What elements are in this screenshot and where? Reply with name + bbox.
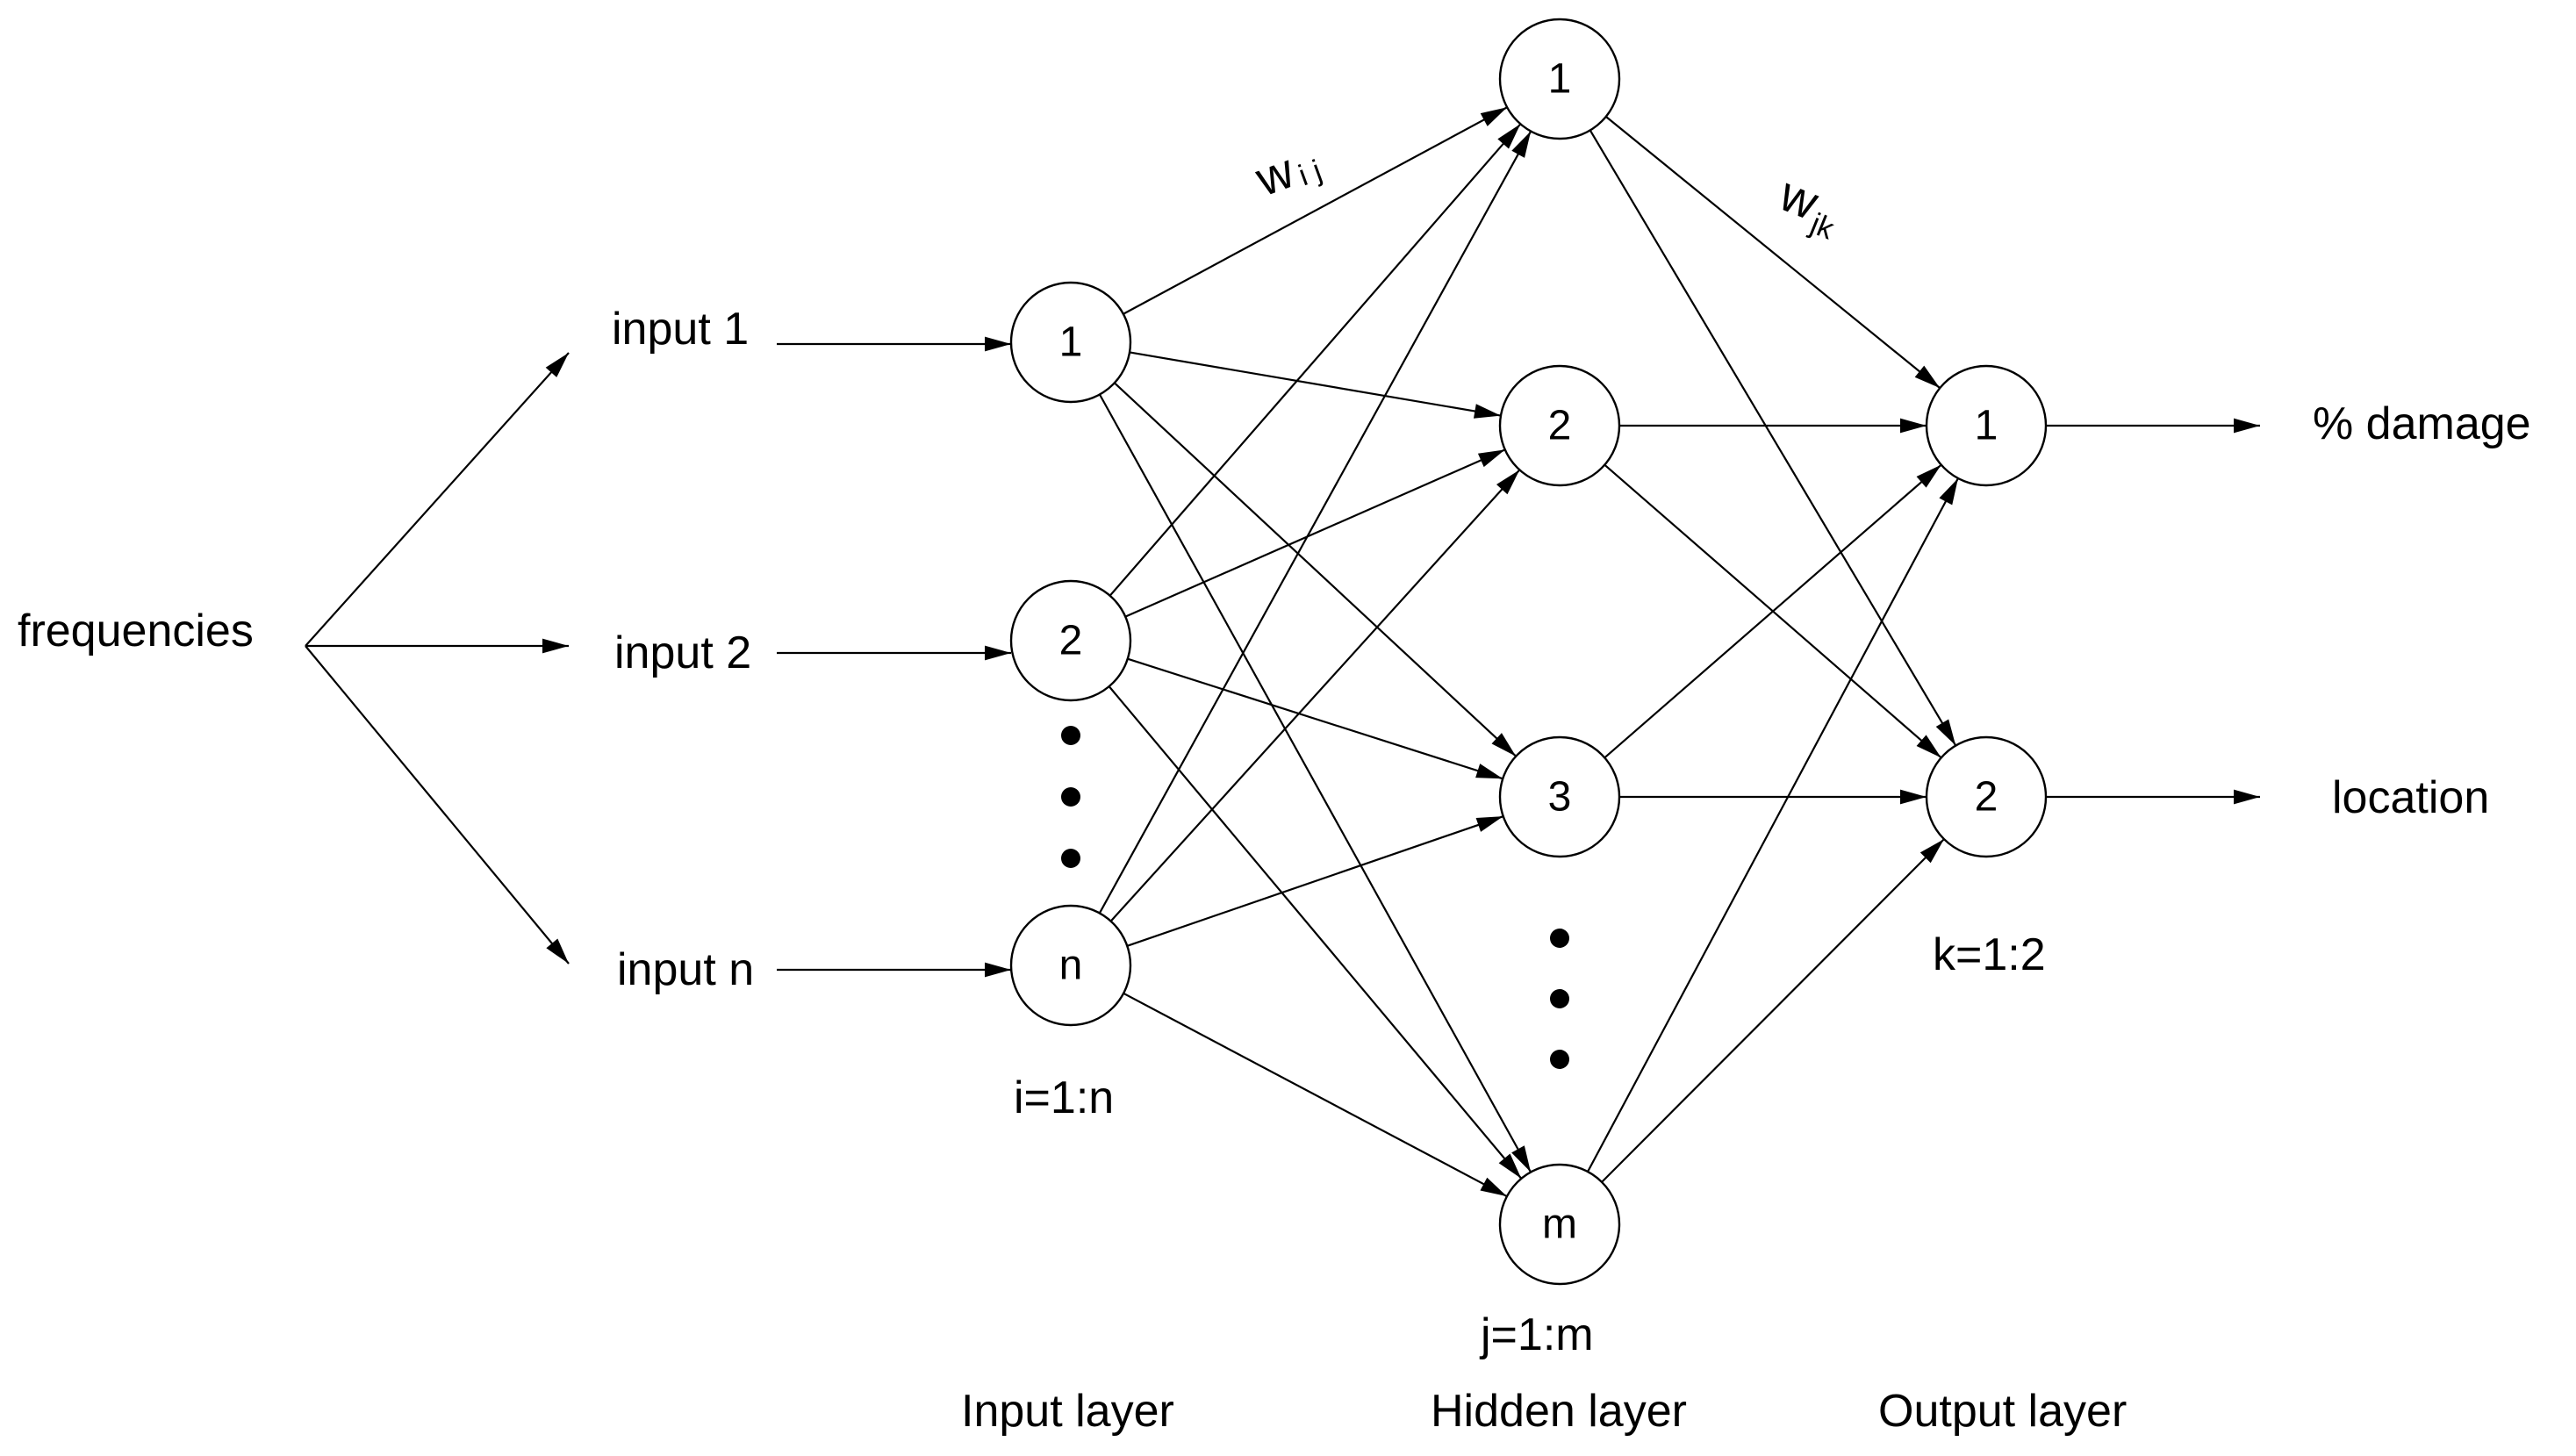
input-ellipsis	[1061, 726, 1080, 868]
hidden-ellipsis	[1550, 929, 1569, 1069]
edge-input-2-hidden-2	[1124, 448, 1506, 618]
output-node-1-label: 1	[1975, 403, 1998, 449]
output-label-location: location	[2332, 772, 2489, 823]
edge-hidden-1-output-1	[1605, 116, 1941, 389]
edge-input-2-hidden-1	[1109, 123, 1522, 597]
connections	[305, 106, 2260, 1198]
edge-hidden-m-output-1	[1587, 477, 1959, 1173]
source-label: frequencies	[18, 606, 254, 656]
edge-input-n-hidden-2	[1109, 469, 1521, 922]
edge-input-2-hidden-3	[1127, 657, 1503, 780]
hidden-node-3: 3	[1498, 735, 1621, 858]
input-label-1: input 1	[612, 304, 749, 355]
weight-label-hidden-output: wjk	[1769, 165, 1850, 246]
edge-input-1-hidden-2	[1129, 351, 1502, 419]
layer-label-hidden: Hidden layer	[1431, 1386, 1687, 1437]
index-label-hidden: j=1:m	[1479, 1309, 1594, 1360]
output-node-2-label: 2	[1975, 774, 1998, 821]
edge-input-1-hidden-3	[1114, 382, 1517, 757]
hidden-node-m-circle	[1498, 1163, 1621, 1286]
hidden-node-1-label: 1	[1548, 56, 1572, 103]
edge-input-n-hidden-3	[1126, 815, 1504, 947]
input-label-2: input 2	[614, 628, 751, 678]
input-label-n: input n	[617, 944, 754, 995]
edge-input-n-hidden-m	[1123, 992, 1508, 1198]
hidden-node-2-circle	[1498, 364, 1621, 487]
index-label-input: i=1:n	[1014, 1072, 1114, 1123]
layer-label-input: Input layer	[961, 1386, 1174, 1437]
edge-input-n-hidden-1	[1098, 131, 1532, 914]
source-arrow-1	[305, 352, 570, 647]
output-node-1-circle	[1925, 364, 2048, 487]
input-node-2: 2	[1009, 579, 1132, 702]
edge-hidden-3-output-1	[1604, 463, 1942, 759]
input-node-2-circle	[1009, 579, 1132, 702]
hidden-node-1-circle	[1498, 18, 1621, 140]
hidden-node-3-circle	[1498, 735, 1621, 858]
hidden-node-m: m	[1498, 1163, 1621, 1286]
hidden-node-3-label: 3	[1548, 774, 1572, 821]
input-node-n: n	[1009, 904, 1132, 1027]
layer-label-output: Output layer	[1878, 1386, 2127, 1437]
output-node-2-circle	[1925, 735, 2048, 858]
input-node-1-circle	[1009, 281, 1132, 404]
edge-input-2-hidden-m	[1108, 685, 1523, 1180]
input-node-1: 1	[1009, 281, 1132, 404]
input-node-1-label: 1	[1059, 319, 1083, 366]
output-label-damage: % damage	[2313, 398, 2531, 449]
nodes: 1 2 n 1 2 3 m 1 2	[1009, 18, 2048, 1286]
hidden-node-2-label: 2	[1548, 403, 1572, 449]
source-arrow-3	[305, 645, 570, 965]
edge-hidden-1-output-2	[1589, 129, 1957, 747]
edge-input-1-hidden-m	[1099, 393, 1532, 1173]
input-node-n-circle	[1009, 904, 1132, 1027]
hidden-node-m-label: m	[1542, 1201, 1577, 1248]
edge-hidden-m-output-2	[1601, 838, 1945, 1183]
edge-input-1-hidden-1	[1123, 106, 1508, 315]
hidden-node-2: 2	[1498, 364, 1621, 487]
input-node-2-label: 2	[1059, 618, 1083, 664]
output-node-2: 2	[1925, 735, 2048, 858]
input-node-n-label: n	[1059, 943, 1083, 989]
weight-label-input-hidden: wi j	[1248, 133, 1326, 207]
hidden-node-1: 1	[1498, 18, 1621, 140]
output-node-1: 1	[1925, 364, 2048, 487]
index-label-output: k=1:2	[1933, 929, 2046, 980]
